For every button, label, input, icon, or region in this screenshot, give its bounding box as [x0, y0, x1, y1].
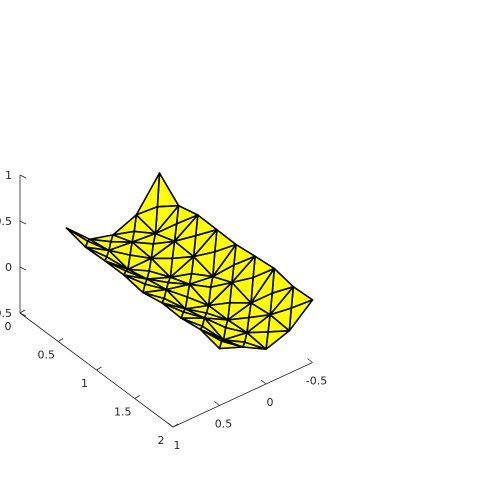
y-axis-line	[172, 362, 313, 428]
y-tick-mark	[214, 401, 220, 406]
x-tick-mark	[96, 366, 102, 371]
surface-facet	[242, 341, 267, 351]
surface-mesh	[65, 172, 314, 351]
surface-facet	[265, 329, 291, 351]
x-tick-mark	[19, 309, 26, 314]
surface-facet	[218, 340, 244, 350]
x-tick-label: 1	[81, 377, 88, 390]
x-tick-label: 1.5	[114, 406, 132, 419]
z-tick-label: 1	[5, 169, 12, 182]
y-tick-mark	[260, 379, 267, 385]
z-tick-label: 0	[5, 261, 12, 274]
y-tick-label: 0	[267, 396, 274, 409]
z-tick-mark	[19, 266, 27, 271]
x-tick-mark	[58, 338, 64, 342]
y-tick-label: -0.5	[306, 375, 327, 388]
x-tick-label: 0	[5, 320, 12, 333]
z-tick-label: -0.5	[0, 307, 12, 320]
axes	[19, 174, 313, 428]
y-tick-mark	[167, 422, 174, 428]
x-tick-label: 2	[158, 434, 165, 447]
y-tick-label: 0.5	[215, 418, 233, 431]
x-tick-mark	[172, 423, 179, 428]
z-tick-mark	[19, 220, 27, 225]
z-tick-mark	[19, 312, 27, 317]
y-tick-label: 1	[174, 439, 181, 452]
z-tick-mark	[19, 174, 27, 179]
z-tick-label: 0.5	[0, 215, 12, 228]
surface-facet	[156, 172, 180, 208]
y-tick-mark	[307, 358, 313, 363]
x-tick-label: 0.5	[38, 349, 56, 362]
x-tick-mark	[134, 395, 140, 399]
